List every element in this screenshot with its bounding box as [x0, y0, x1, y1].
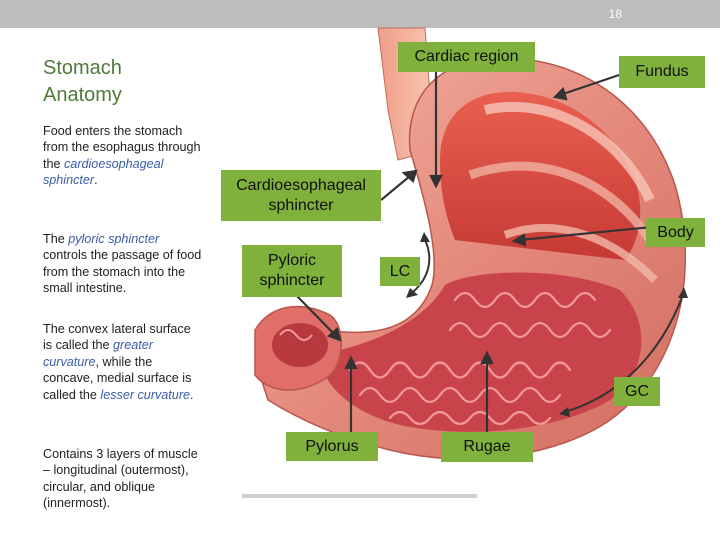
arrow-cardioesophageal — [380, 175, 411, 201]
label-pylorus: Pylorus — [286, 432, 378, 461]
muscle-layer-3 — [503, 224, 658, 283]
title-line-1: Stomach — [43, 57, 122, 79]
arc-greater-curvature — [564, 294, 684, 413]
paragraph-muscle-layers: Contains 3 layers of muscle – longitudin… — [43, 447, 198, 511]
arrow-fundus — [559, 70, 629, 97]
pyloric-opening — [272, 323, 328, 367]
slide-title: Stomach Anatomy — [43, 55, 203, 109]
label-cardiac-region: Cardiac region — [398, 42, 535, 72]
copyright-bar — [242, 494, 477, 498]
page-number: 18 — [608, 7, 622, 21]
pylorus-fold — [279, 329, 313, 341]
label-fundus: Fundus — [619, 56, 705, 88]
term-lesser-curvature: lesser curvature — [100, 387, 191, 402]
muscle-layer-1 — [483, 101, 655, 203]
label-rugae: Rugae — [441, 432, 533, 462]
term-pyloric-sphincter: pyloric sphincter — [68, 232, 160, 246]
arrow-body — [519, 225, 653, 242]
paragraph-esophagus: Food enters the stomach from the esophag… — [43, 124, 201, 188]
paragraph-pyloric: The pyloric sphincter controls the passa… — [43, 232, 202, 296]
label-gc: GC — [614, 377, 660, 406]
title-line-2: Anatomy — [43, 84, 122, 106]
label-body: Body — [646, 218, 705, 247]
paragraph-curvature: The convex lateral surface is called the… — [43, 322, 194, 402]
arrow-pyloric-sphincter — [295, 294, 336, 336]
term-cardioesophageal: cardioesophageal sphincter — [43, 156, 164, 188]
top-bar: 18 — [0, 0, 720, 28]
arc-lesser-curvature — [412, 239, 431, 293]
term-greater-curvature: greater curvature — [43, 338, 153, 369]
rugae-area — [325, 272, 642, 432]
muscle-layer-2 — [468, 161, 654, 243]
rugae-folds — [348, 291, 612, 426]
label-lc: LC — [380, 257, 420, 286]
